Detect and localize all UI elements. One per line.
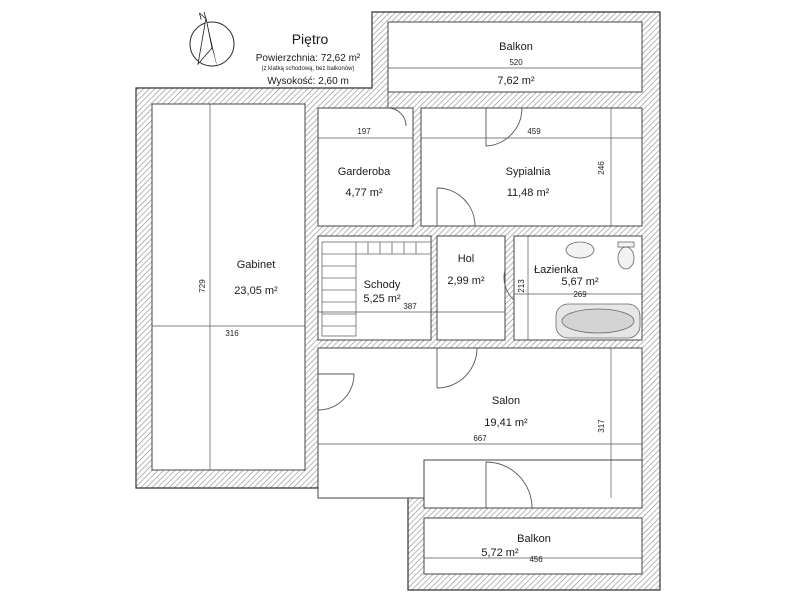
- toilet-tank: [617, 241, 635, 248]
- lazienka-dim-v: 213: [517, 279, 526, 293]
- room-floors: [151, 21, 643, 575]
- gabinet-dim-v: 729: [198, 279, 207, 293]
- plan-header: Piętro Powierzchnia: 72,62 m² (z klatką …: [256, 31, 361, 87]
- lazienka-dim-h: 269: [573, 290, 587, 299]
- plan-area-note: (z klatką schodową, bez balkonów): [261, 66, 354, 72]
- door-gabinet-salon: [317, 373, 355, 411]
- compass-letter: N: [198, 10, 208, 22]
- lazienka-area: 5,67 m²: [561, 276, 599, 288]
- compass: N: [189, 10, 235, 70]
- gabinet-name: Gabinet: [237, 259, 276, 271]
- gabinet-dim-h: 316: [225, 329, 239, 338]
- gabinet-area: 23,05 m²: [234, 285, 278, 297]
- sypialnia-name: Sypialnia: [506, 166, 552, 178]
- salon-name: Salon: [492, 395, 520, 407]
- plan-height: Wysokość: 2,60 m: [267, 76, 349, 87]
- room-labels: Balkon 520 7,62 m² 197 Garderoba 4,77 m²…: [198, 41, 606, 564]
- lazienka-name: Łazienka: [534, 264, 579, 276]
- door-balkon-top: [387, 92, 407, 127]
- garderoba-dim: 197: [357, 127, 371, 136]
- garderoba-name: Garderoba: [338, 166, 391, 178]
- door-sypialnia-balkon: [485, 107, 523, 147]
- plan-area: Powierzchnia: 72,62 m²: [256, 53, 361, 64]
- bathroom-fixtures: [555, 241, 641, 339]
- hol-area: 2,99 m²: [447, 275, 485, 287]
- sypialnia-dim-h: 459: [527, 127, 541, 136]
- garderoba-floor: [317, 107, 414, 227]
- balkon-bottom-dim: 456: [529, 555, 543, 564]
- dimension-lines: [152, 67, 642, 559]
- salon-lower-floor: [423, 459, 643, 509]
- door-sypialnia-hol: [436, 187, 476, 227]
- balkon-top-name: Balkon: [499, 41, 533, 53]
- schody-name: Schody: [364, 279, 401, 291]
- doors: [317, 92, 533, 509]
- salon-area: 19,41 m²: [484, 417, 528, 429]
- salon-dim-v: 317: [597, 419, 606, 433]
- hol-floor: [436, 235, 506, 341]
- garderoba-area: 4,77 m²: [345, 187, 383, 199]
- balkon-bottom-name: Balkon: [517, 533, 551, 545]
- balkon-top-dim: 520: [509, 58, 523, 67]
- sypialnia-floor: [420, 107, 643, 227]
- salon-dim-h: 667: [473, 434, 487, 443]
- plan-title: Piętro: [292, 31, 329, 47]
- balkon-top-floor: [387, 21, 643, 93]
- schody-area: 5,25 m²: [363, 293, 401, 305]
- gabinet-floor: [151, 103, 306, 471]
- schody-floor: [317, 235, 432, 341]
- schody-dim: 387: [403, 302, 417, 311]
- balkon-top-area: 7,62 m²: [497, 75, 535, 87]
- sypialnia-dim-v: 246: [597, 161, 606, 175]
- balkon-bottom-area: 5,72 m²: [481, 547, 519, 559]
- balkon-bottom-floor: [423, 517, 643, 575]
- toilet: [617, 246, 635, 270]
- sink: [565, 241, 595, 259]
- door-salon-balkon: [485, 461, 533, 509]
- staircase: [321, 241, 430, 337]
- hol-name: Hol: [458, 253, 475, 265]
- door-hol-salon: [436, 347, 478, 389]
- door-hol-lazienka: [503, 269, 515, 301]
- sypialnia-area: 11,48 m²: [507, 187, 550, 199]
